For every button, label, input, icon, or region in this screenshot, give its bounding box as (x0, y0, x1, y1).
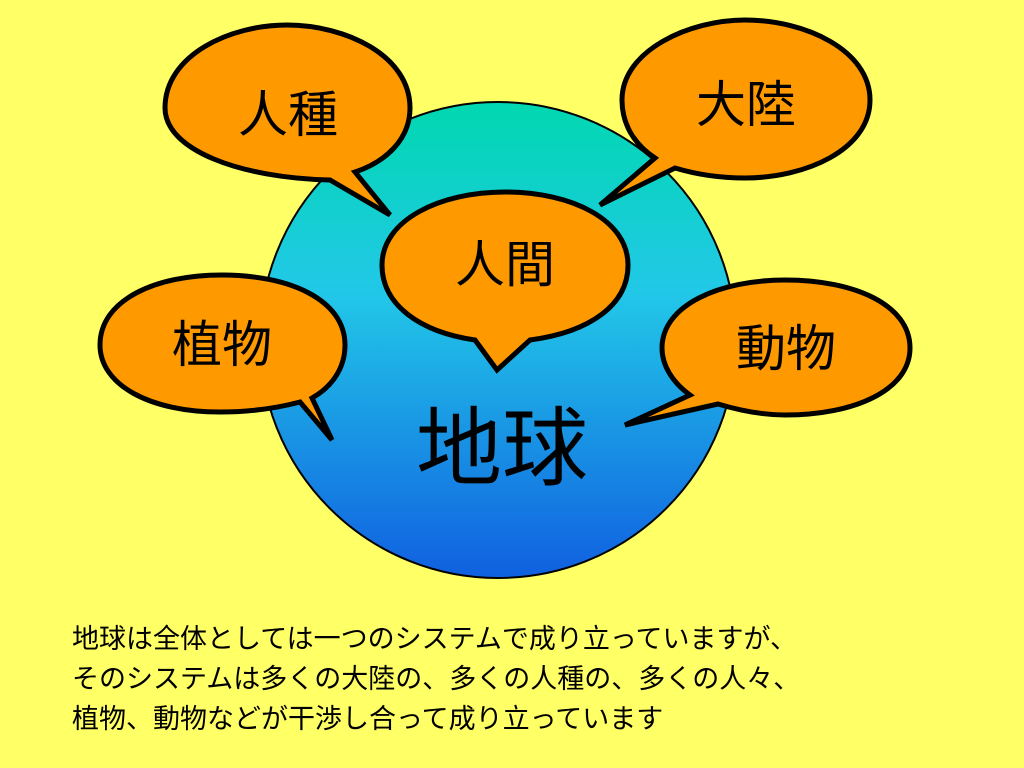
bubble-continent-label: 大陸 (696, 76, 796, 134)
bubble-animal: 動物 (623, 277, 913, 428)
bubble-human-label: 人間 (455, 236, 555, 294)
bubble-human: 人間 (379, 189, 631, 374)
caption-line-1: 地球は全体としては一つのシステムで成り立っていますが、 (72, 624, 797, 655)
caption-line-2: そのシステムは多くの大陸の、多くの人種の、多くの人々、 (72, 664, 801, 695)
bubble-continent: 大陸 (598, 17, 873, 208)
bubble-plant-label: 植物 (172, 316, 272, 374)
bubble-animal-shape (623, 277, 913, 428)
bubble-plant-shape (97, 272, 348, 442)
bubble-human-shape (379, 189, 631, 374)
caption-line-3: 植物、動物などが干渉し合って成り立っています (72, 704, 664, 735)
bubble-plant: 植物 (97, 272, 348, 442)
bubble-continent-shape (598, 17, 873, 208)
bubble-animal-label: 動物 (736, 320, 836, 378)
caption: 地球は全体としては一つのシステムで成り立っていますが、 そのシステムは多くの大陸… (72, 620, 1002, 740)
earth-label: 地球 (416, 399, 588, 499)
bubble-race-label: 人種 (238, 86, 338, 144)
bubble-race: 人種 (162, 22, 413, 218)
bubble-race-shape (162, 22, 413, 218)
